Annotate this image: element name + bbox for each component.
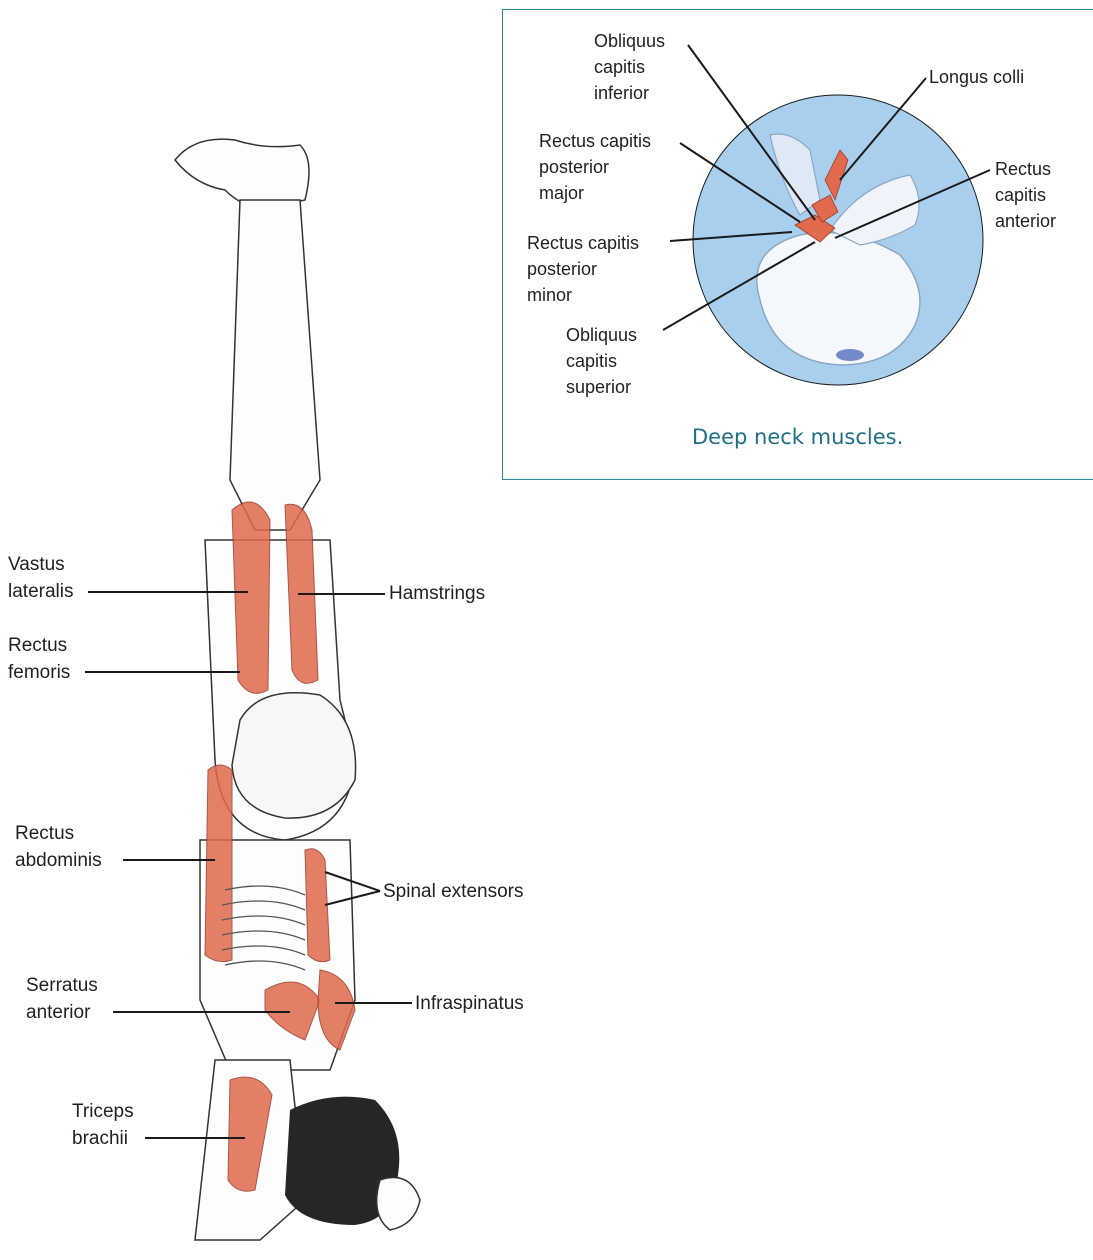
label-spinal-extensors: Spinal extensors — [383, 878, 523, 905]
label-vastus-lateralis: Vastus lateralis — [8, 551, 73, 605]
inset-skull-illustration — [693, 95, 983, 385]
label-longus-colli: Longus colli — [929, 64, 1024, 90]
label-rectus-femoris: Rectus femoris — [8, 632, 70, 686]
label-infraspinatus: Infraspinatus — [415, 990, 524, 1017]
inset-caption: Deep neck muscles. — [692, 425, 903, 449]
label-serratus-anterior: Serratus anterior — [26, 972, 98, 1026]
label-rectus-capitis-posterior-minor: Rectus capitis posterior minor — [527, 230, 639, 308]
label-rectus-capitis-anterior: Rectus capitis anterior — [995, 156, 1056, 234]
label-rectus-abdominis: Rectus abdominis — [15, 820, 102, 874]
label-hamstrings: Hamstrings — [389, 580, 485, 607]
headstand-figure — [175, 139, 420, 1240]
label-triceps-brachii: Triceps brachii — [72, 1098, 134, 1152]
label-obliquus-capitis-superior: Obliquus capitis superior — [566, 322, 637, 400]
label-rectus-capitis-posterior-major: Rectus capitis posterior major — [539, 128, 651, 206]
label-obliquus-capitis-inferior: Obliquus capitis inferior — [594, 28, 665, 106]
